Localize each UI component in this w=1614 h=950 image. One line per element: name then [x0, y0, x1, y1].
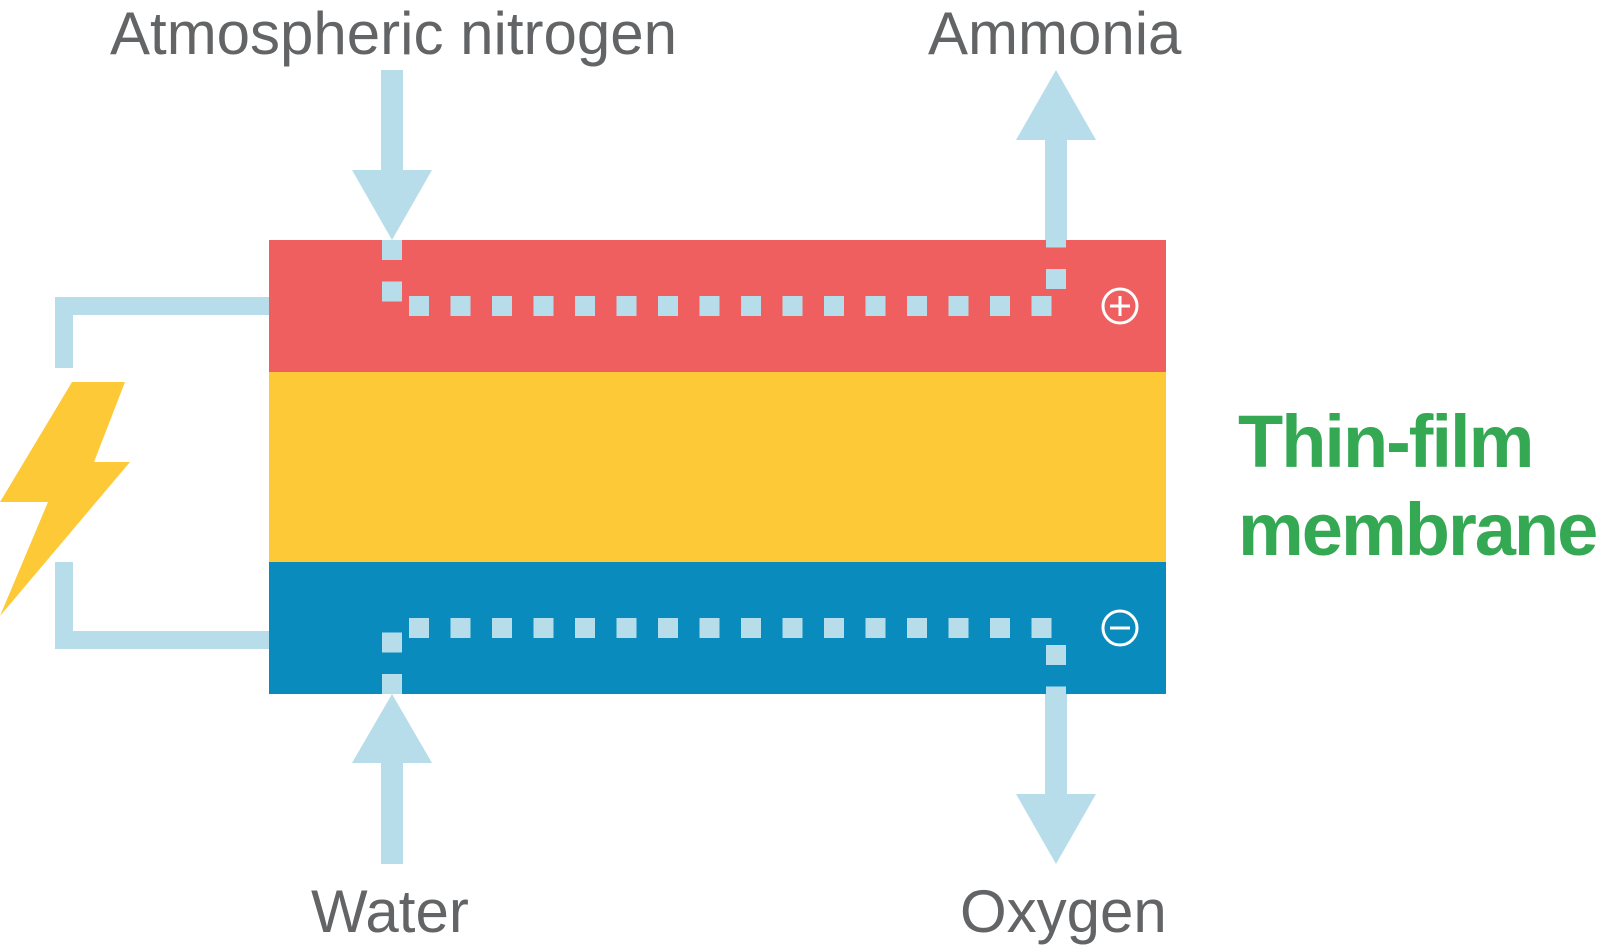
circuit-wire-top: [55, 297, 270, 368]
label-water: Water: [311, 878, 469, 945]
label-atmospheric-nitrogen: Atmospheric nitrogen: [110, 0, 677, 67]
label-thin-film-membrane: Thin-film membrane: [1238, 398, 1598, 574]
arrow-oxygen-out: [1016, 694, 1096, 864]
arrows: [352, 70, 1096, 864]
arrow-nitrogen-in: [352, 70, 432, 240]
label-membrane-line2: membrane: [1238, 488, 1598, 571]
arrow-water-in: [352, 694, 432, 864]
membrane-layer: [269, 372, 1166, 562]
minus-circle-icon: [1101, 609, 1139, 647]
label-oxygen: Oxygen: [960, 878, 1167, 945]
circuit-wire-bottom: [55, 562, 270, 649]
flow-path-top: [382, 240, 1066, 316]
label-membrane-line1: Thin-film: [1238, 400, 1534, 483]
lightning-bolt-icon: [0, 382, 130, 616]
circuit-wires: [55, 297, 270, 649]
flow-path-bottom: [382, 618, 1066, 694]
plus-circle-icon: [1101, 287, 1139, 325]
label-ammonia: Ammonia: [928, 0, 1182, 67]
arrow-ammonia-out: [1016, 70, 1096, 240]
